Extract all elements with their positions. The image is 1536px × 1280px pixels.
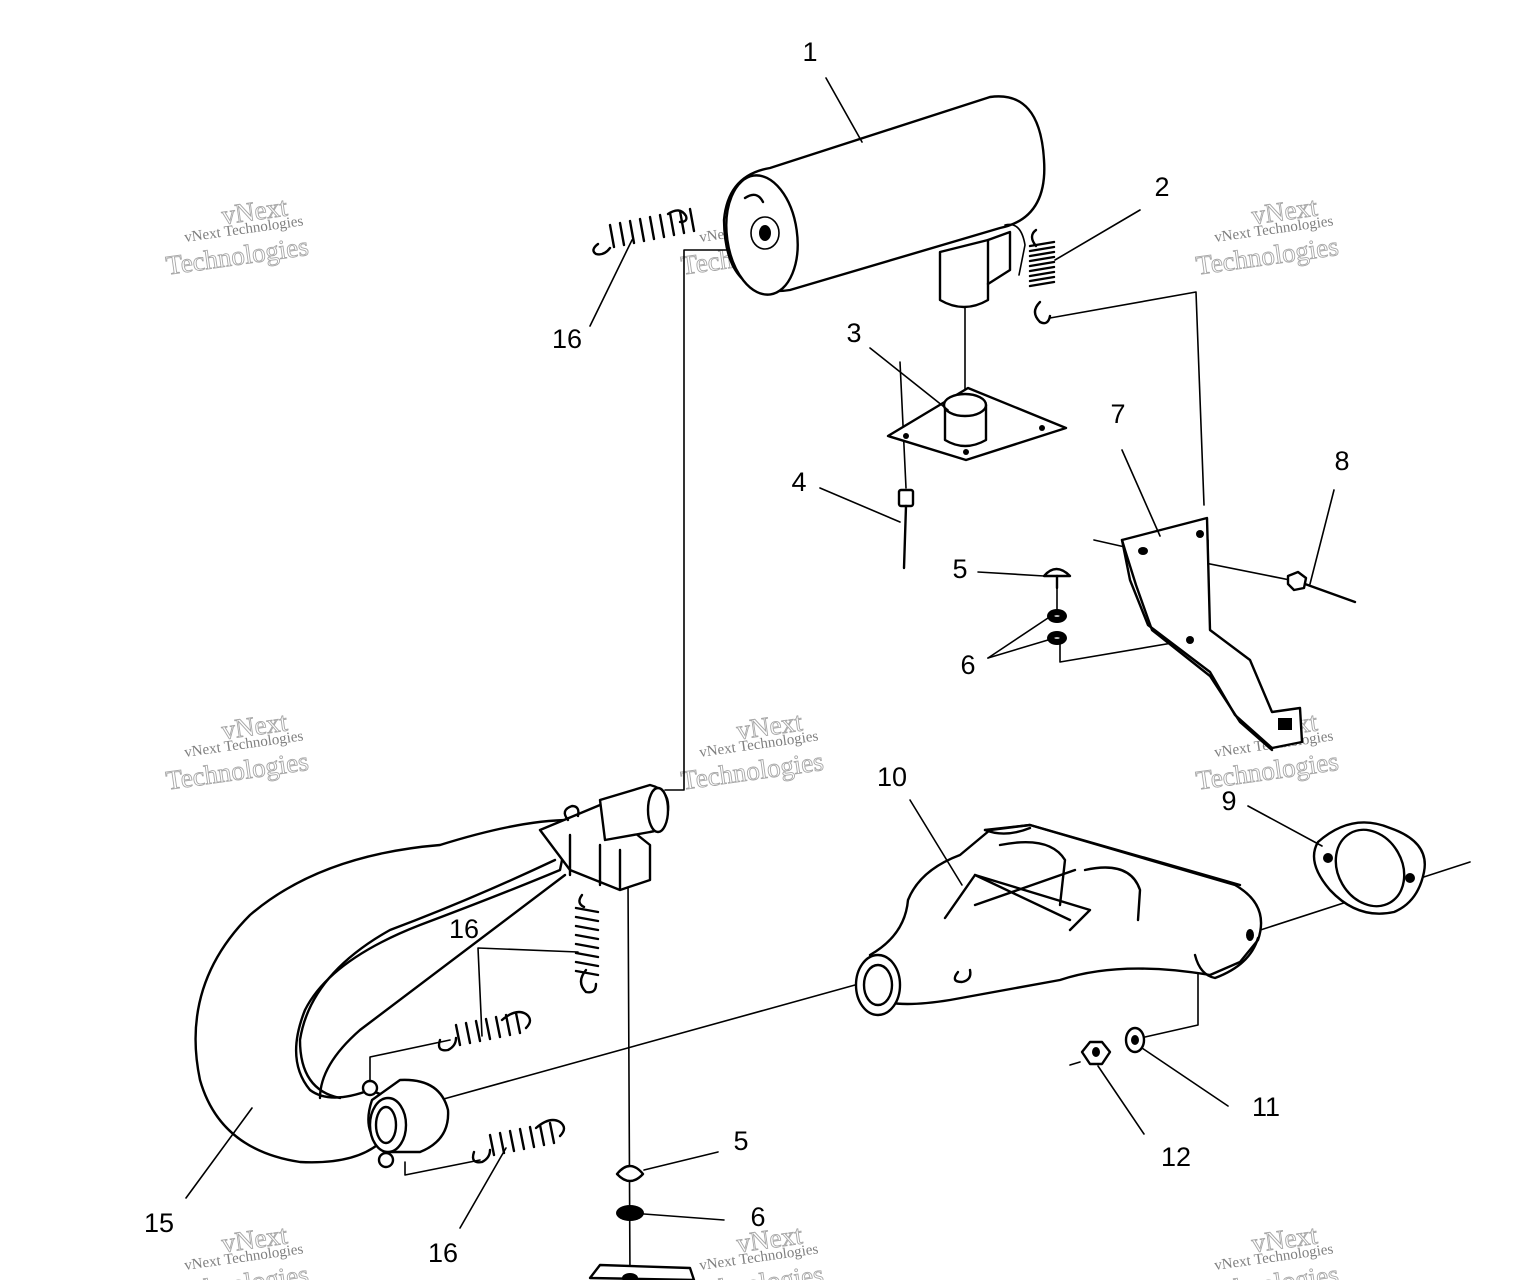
callout-16-middle: 16 [449, 914, 479, 944]
callout-6-lower: 6 [750, 1202, 765, 1232]
washer [1124, 1026, 1146, 1054]
exhaust-manifold [854, 823, 1263, 1017]
callout-12: 12 [1161, 1142, 1191, 1172]
watermark: vNext vNext Technologies Technologies [679, 706, 826, 796]
callout-16-bottom: 16 [428, 1238, 458, 1268]
watermark: vNext vNext Technologies Technologies [679, 1219, 826, 1280]
callout-7: 7 [1110, 399, 1125, 429]
screw [1286, 570, 1357, 604]
spring-part-16-right [574, 893, 600, 994]
spring-part-2 [1028, 228, 1056, 325]
rivet-washer-lower [588, 1164, 696, 1280]
callouts: 1 2 3 4 5 6 7 8 9 10 11 12 15 16 16 16 5… [144, 37, 1350, 1268]
watermark: vNext vNext Technologies Technologies [164, 191, 311, 281]
stud-bolt [897, 488, 915, 570]
callout-3: 3 [846, 318, 861, 348]
callout-5-upper: 5 [952, 554, 967, 584]
callout-16-top: 16 [552, 324, 582, 354]
mount-flange [886, 386, 1068, 462]
muffler [722, 95, 1046, 309]
callout-1: 1 [802, 37, 817, 67]
watermark: vNext vNext Technologies Technologies [164, 1219, 311, 1280]
callout-5-lower: 5 [733, 1126, 748, 1156]
watermark: vNext vNext Technologies Technologies [1194, 1219, 1341, 1280]
callout-11: 11 [1252, 1092, 1280, 1122]
spring-part-16-top [592, 207, 696, 256]
callout-9: 9 [1221, 786, 1236, 816]
watermark: vNext vNext Technologies Technologies [1194, 191, 1341, 281]
spring-part-16-bottom [471, 1118, 566, 1164]
callout-6-upper: 6 [960, 650, 975, 680]
callout-10: 10 [877, 762, 907, 792]
watermark: vNext vNext Technologies Technologies [164, 706, 311, 796]
nut [1080, 1040, 1112, 1066]
callout-15: 15 [144, 1208, 174, 1238]
gasket [1312, 821, 1426, 915]
expansion-chamber [194, 783, 670, 1169]
leader-lines [185, 77, 1335, 1229]
callout-2: 2 [1154, 172, 1169, 202]
spring-part-16-middle [437, 1010, 532, 1052]
callout-4: 4 [791, 467, 806, 497]
rivet-washers-upper [1042, 567, 1072, 645]
callout-8: 8 [1334, 446, 1349, 476]
bracket [1120, 516, 1304, 752]
